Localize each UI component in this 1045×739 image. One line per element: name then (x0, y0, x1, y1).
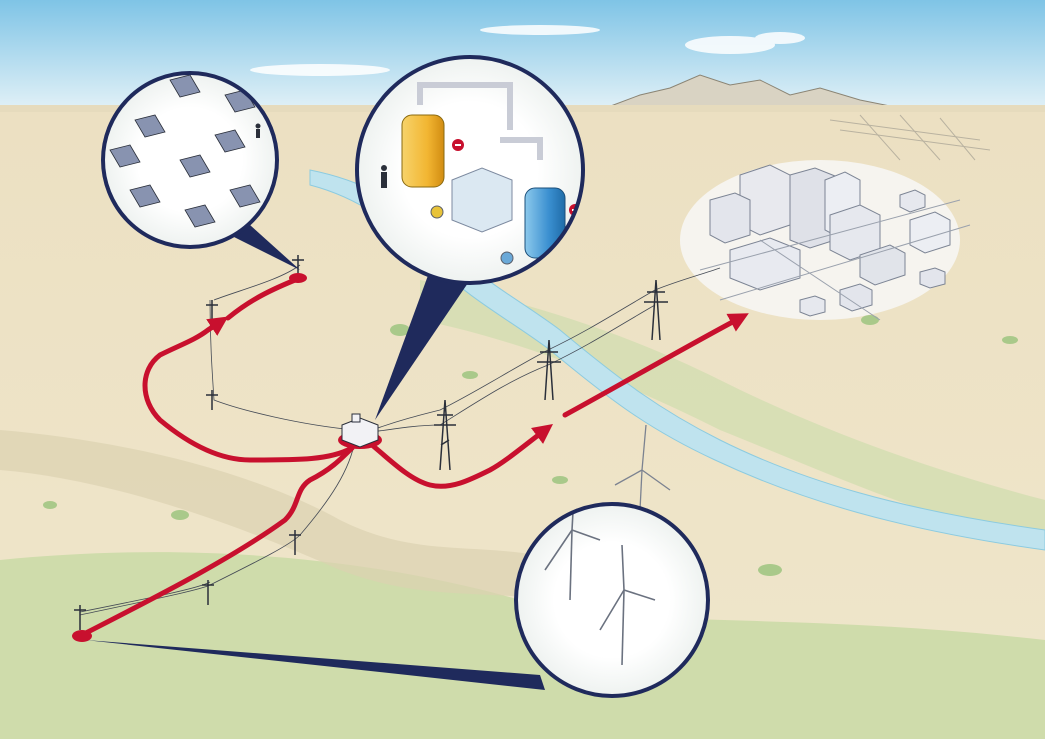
shrubs (43, 315, 1018, 576)
callout-pointers (85, 225, 545, 690)
solar-callout (101, 71, 279, 249)
substation-icon (338, 413, 382, 449)
grass-field (0, 552, 1045, 739)
city-building-icon (680, 160, 971, 321)
power-flow-arrows (79, 275, 749, 638)
battery-tank-icon (401, 114, 566, 259)
person-icon (381, 165, 387, 188)
storage-callout (355, 55, 585, 285)
endpoints (72, 273, 307, 642)
clouds (250, 25, 805, 76)
person-icon (255, 123, 261, 138)
transmission-tower-icon (434, 279, 668, 471)
distant-roads (829, 114, 991, 161)
solar-panel-icon (109, 74, 277, 228)
wind-turbine-icon (544, 504, 656, 666)
wind-turbine-icon (614, 424, 671, 511)
wind-callout (514, 502, 710, 698)
